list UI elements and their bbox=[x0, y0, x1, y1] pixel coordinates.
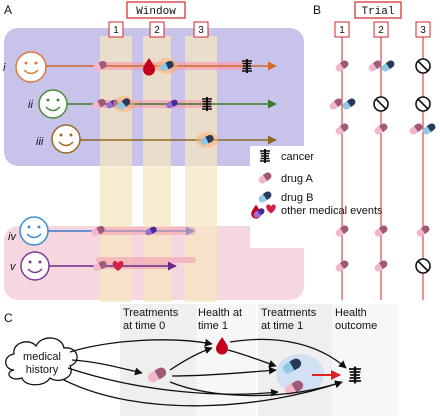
window-label-1: 1 bbox=[113, 25, 119, 36]
prohibited-icon bbox=[415, 58, 431, 74]
col-title-3-line-2: at time 1 bbox=[261, 320, 303, 332]
trial-title: Trial bbox=[361, 6, 394, 18]
patient-label-i: i bbox=[3, 62, 6, 74]
col-title-4-line-2: outcome bbox=[335, 320, 377, 332]
col-title-4-line-1: Health bbox=[335, 307, 367, 319]
patient-label-ii: ii bbox=[28, 99, 33, 111]
cloud-icon bbox=[5, 337, 78, 386]
drug-a-capsule-icon bbox=[328, 97, 344, 111]
col-bg-4 bbox=[332, 304, 398, 416]
col-title-3-line-1: Treatments bbox=[261, 307, 317, 319]
patient-label-iv: iv bbox=[8, 231, 17, 243]
trial-label-1: 1 bbox=[339, 25, 345, 36]
medical-history-line-2: history bbox=[26, 364, 59, 376]
medical-history-line-1: medical bbox=[23, 351, 61, 363]
drug-a-capsule-icon bbox=[367, 59, 383, 73]
prohibited-icon bbox=[373, 96, 389, 112]
smiley-face-icon bbox=[15, 51, 47, 83]
window-label-2: 2 bbox=[154, 25, 160, 36]
window-label-3: 3 bbox=[198, 25, 204, 36]
legend-other: other medical events bbox=[281, 205, 383, 217]
col-bg-2 bbox=[196, 304, 256, 416]
window-title-box bbox=[126, 1, 186, 19]
drug-a-capsule-icon bbox=[408, 122, 424, 136]
drug-b-capsule-icon bbox=[380, 59, 396, 73]
legend-cancer: cancer bbox=[281, 151, 314, 163]
trial-label-2: 2 bbox=[378, 25, 384, 36]
window-title: Window bbox=[136, 6, 176, 18]
col-title-1-line-2: at time 0 bbox=[123, 320, 165, 332]
cancer-cell-icon bbox=[259, 148, 271, 164]
legend-drug-a: drug A bbox=[281, 173, 313, 185]
panel-label-a: A bbox=[4, 3, 12, 17]
panel-label-b: B bbox=[313, 3, 321, 17]
trial-title-box bbox=[354, 1, 402, 19]
patient-label-iii: iii bbox=[36, 136, 44, 148]
cancer-cell-icon bbox=[201, 96, 213, 112]
cancer-cell-icon bbox=[241, 58, 253, 74]
smiley-face-icon bbox=[20, 251, 50, 281]
trial-label-3: 3 bbox=[420, 25, 426, 36]
col-bg-1 bbox=[120, 304, 196, 416]
smiley-face-icon bbox=[19, 216, 49, 246]
legend-drug-b: drug B bbox=[281, 192, 313, 204]
legend-box bbox=[250, 146, 400, 248]
patient-label-v: v bbox=[10, 261, 17, 273]
drug-b-capsule-icon bbox=[421, 122, 437, 136]
cancer-cell-icon bbox=[348, 365, 362, 385]
panel-label-c: C bbox=[4, 311, 13, 325]
prohibited-icon bbox=[415, 258, 431, 274]
col-title-2-line-1: Health at bbox=[198, 307, 242, 319]
col-title-2-line-2: time 1 bbox=[198, 320, 228, 332]
col-title-1-line-1: Treatments bbox=[123, 307, 179, 319]
smiley-face-icon bbox=[38, 89, 68, 119]
drug-b-capsule-icon bbox=[341, 97, 357, 111]
smiley-face-icon bbox=[51, 124, 81, 154]
prohibited-icon bbox=[415, 96, 431, 112]
